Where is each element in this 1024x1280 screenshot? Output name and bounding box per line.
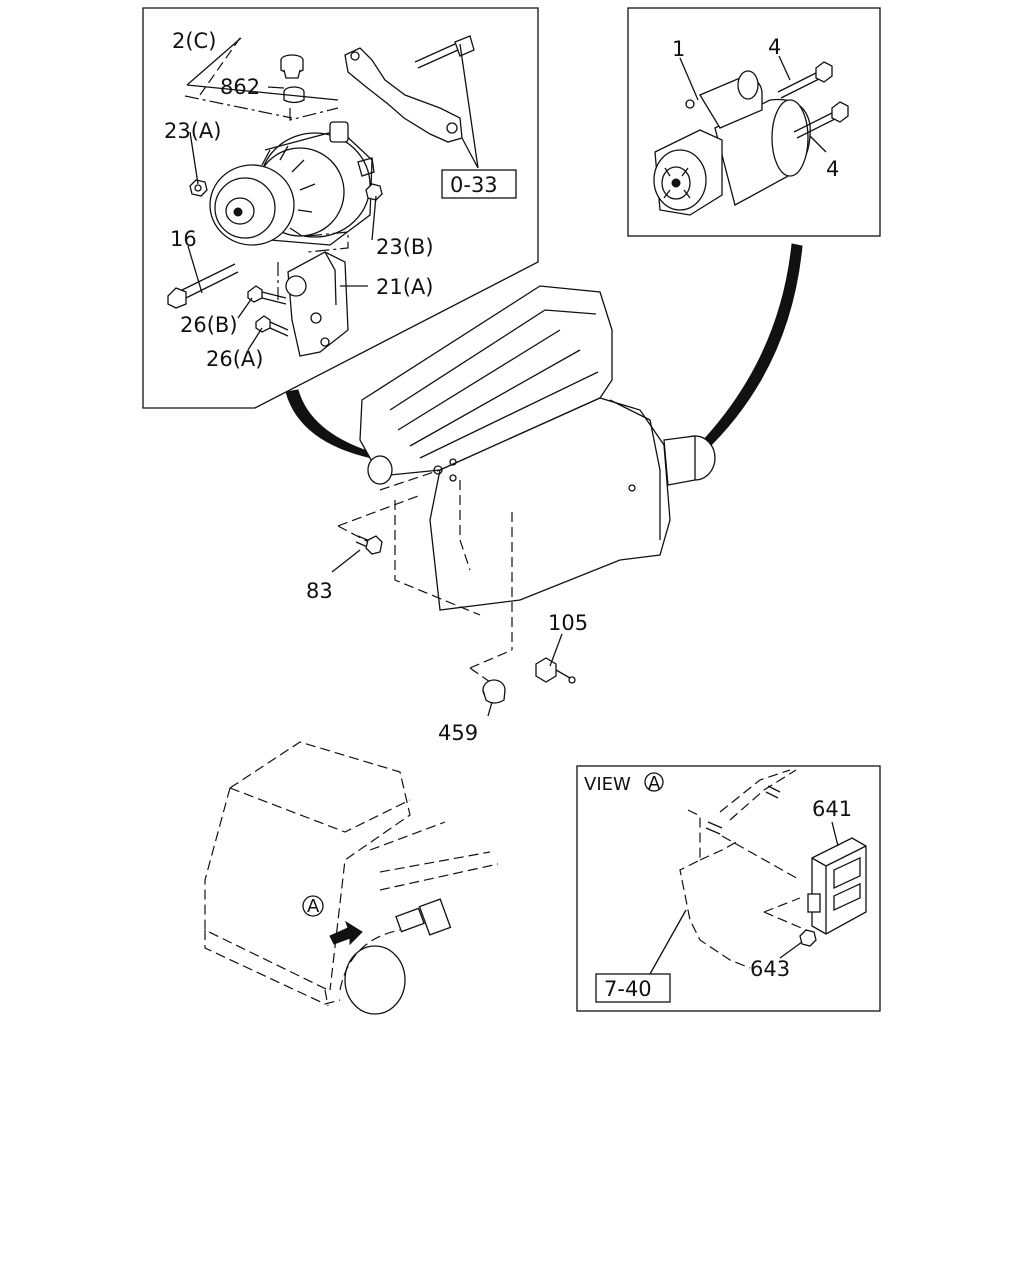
small-bolts — [247, 285, 289, 337]
lower-bracket — [285, 251, 349, 357]
cap-part — [280, 54, 304, 79]
callout-862: 862 — [220, 75, 260, 99]
callout-83: 83 — [306, 579, 333, 603]
vehicle-overview — [204, 741, 499, 1015]
view-a-inset — [576, 765, 881, 1012]
engine-block — [359, 285, 716, 650]
view-marker: A — [648, 773, 661, 794]
callout-26a: 26(A) — [206, 347, 263, 371]
callout-26b: 26(B) — [180, 313, 238, 337]
callout-4-bottom: 4 — [826, 157, 839, 181]
alternator-inset — [142, 7, 539, 409]
callout-459: 459 — [438, 721, 478, 745]
callout-4-top: 4 — [768, 35, 781, 59]
callout-23b: 23(B) — [376, 235, 434, 259]
callout-1: 1 — [672, 37, 685, 61]
leader-lines — [186, 37, 839, 975]
ref-box-7-40 — [595, 973, 671, 1003]
callout-2c: 2(C) — [172, 29, 216, 53]
callout-23a: 23(A) — [164, 119, 221, 143]
starter-inset — [627, 7, 881, 237]
control-module — [807, 837, 867, 935]
arrow-to-engine-right — [697, 243, 803, 453]
vehicle-marker: A — [307, 896, 320, 917]
callout-0-33: 0-33 — [450, 173, 498, 197]
nut-643 — [799, 929, 817, 947]
alternator-unit — [209, 121, 375, 246]
callout-641: 641 — [812, 797, 852, 821]
view-label: VIEW — [584, 774, 631, 795]
nut-part-b — [365, 183, 383, 201]
long-bolt — [167, 263, 239, 309]
starter-bolt-bottom — [793, 101, 849, 139]
callout-105: 105 — [548, 611, 588, 635]
arrow-to-engine-left — [285, 389, 373, 459]
callout-7-40: 7-40 — [604, 977, 652, 1001]
nut-part — [189, 179, 208, 197]
mount-bolt — [355, 535, 383, 555]
starter-bolt-top — [777, 61, 833, 99]
sensor-part — [535, 657, 576, 684]
callout-21a: 21(A) — [376, 275, 433, 299]
starter-motor — [653, 70, 811, 216]
bushing-part — [482, 679, 506, 704]
callout-643: 643 — [750, 957, 790, 981]
adjust-bracket — [344, 35, 475, 143]
callout-16: 16 — [170, 227, 197, 251]
ref-box-0-33 — [441, 169, 517, 199]
